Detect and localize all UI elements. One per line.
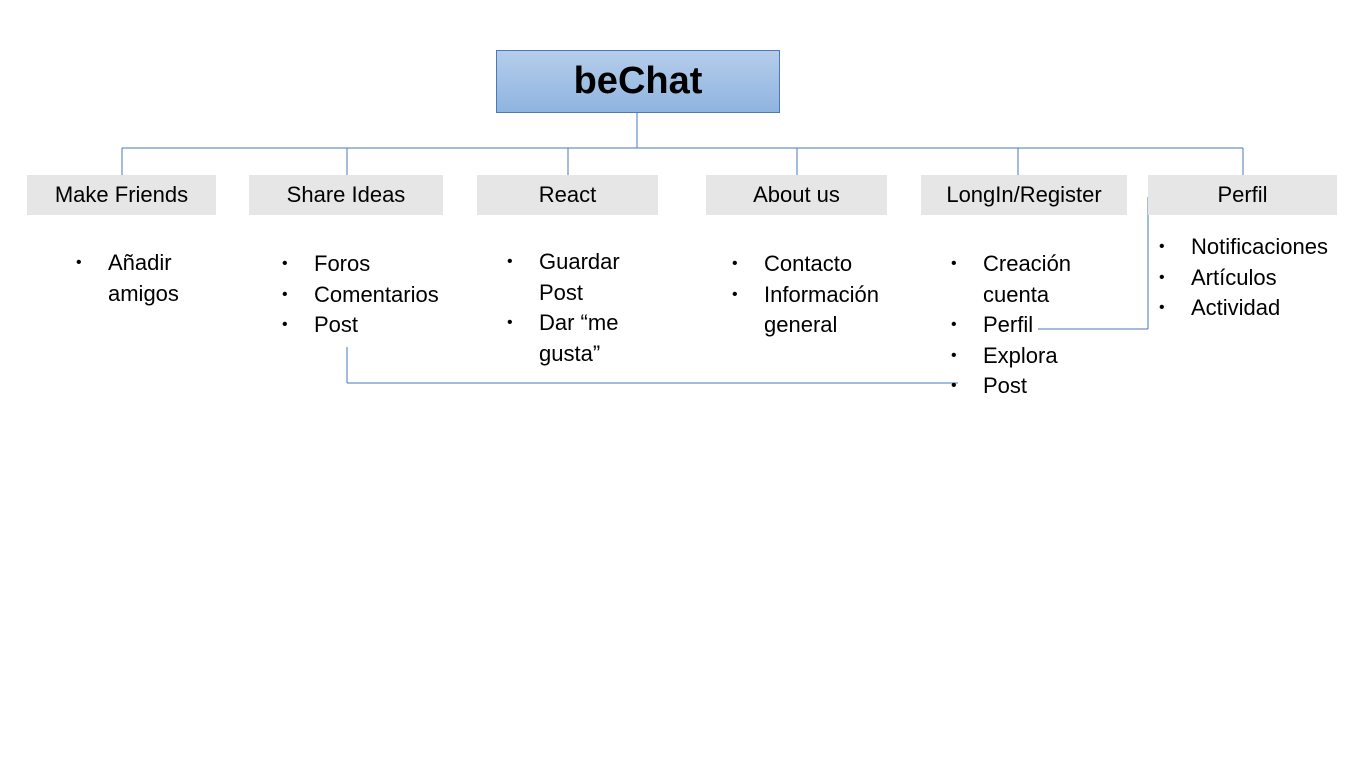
share-ideas-item-list: Foros Comentarios Post [282, 249, 482, 341]
list-item-perfil: Perfil [951, 310, 1091, 341]
list-item-comentarios: Comentarios [282, 280, 482, 311]
category-share-ideas: Share Ideas [249, 175, 443, 215]
category-react: React [477, 175, 658, 215]
list-item-creacion-cuenta: Creación cuenta [951, 249, 1091, 310]
react-item-list: Guardar Post Dar “me gusta” [507, 247, 637, 369]
login-register-item-list: Creación cuenta Perfil Explora Post [951, 249, 1091, 402]
list-item-informacion-general: Información general [732, 280, 902, 341]
list-item-contacto: Contacto [732, 249, 902, 280]
list-item-post: Post [951, 371, 1091, 402]
about-us-item-list: Contacto Información general [732, 249, 902, 341]
make-friends-item-list: Añadir amigos [76, 248, 196, 309]
list-item-guardar-post: Guardar Post [507, 247, 637, 308]
category-make-friends: Make Friends [27, 175, 216, 215]
category-perfil: Perfil [1148, 175, 1337, 215]
list-item-anadir-amigos: Añadir amigos [76, 248, 196, 309]
root-node-bechat: beChat [496, 50, 780, 113]
category-about-us: About us [706, 175, 887, 215]
list-item-articulos: Artículos [1159, 263, 1364, 294]
list-item-post: Post [282, 310, 482, 341]
perfil-item-list: Notificaciones Artículos Actividad [1159, 232, 1364, 324]
category-login-register: LongIn/Register [921, 175, 1127, 215]
list-item-notificaciones: Notificaciones [1159, 232, 1364, 263]
list-item-foros: Foros [282, 249, 482, 280]
list-item-dar-me-gusta: Dar “me gusta” [507, 308, 637, 369]
list-item-explora: Explora [951, 341, 1091, 372]
list-item-actividad: Actividad [1159, 293, 1364, 324]
